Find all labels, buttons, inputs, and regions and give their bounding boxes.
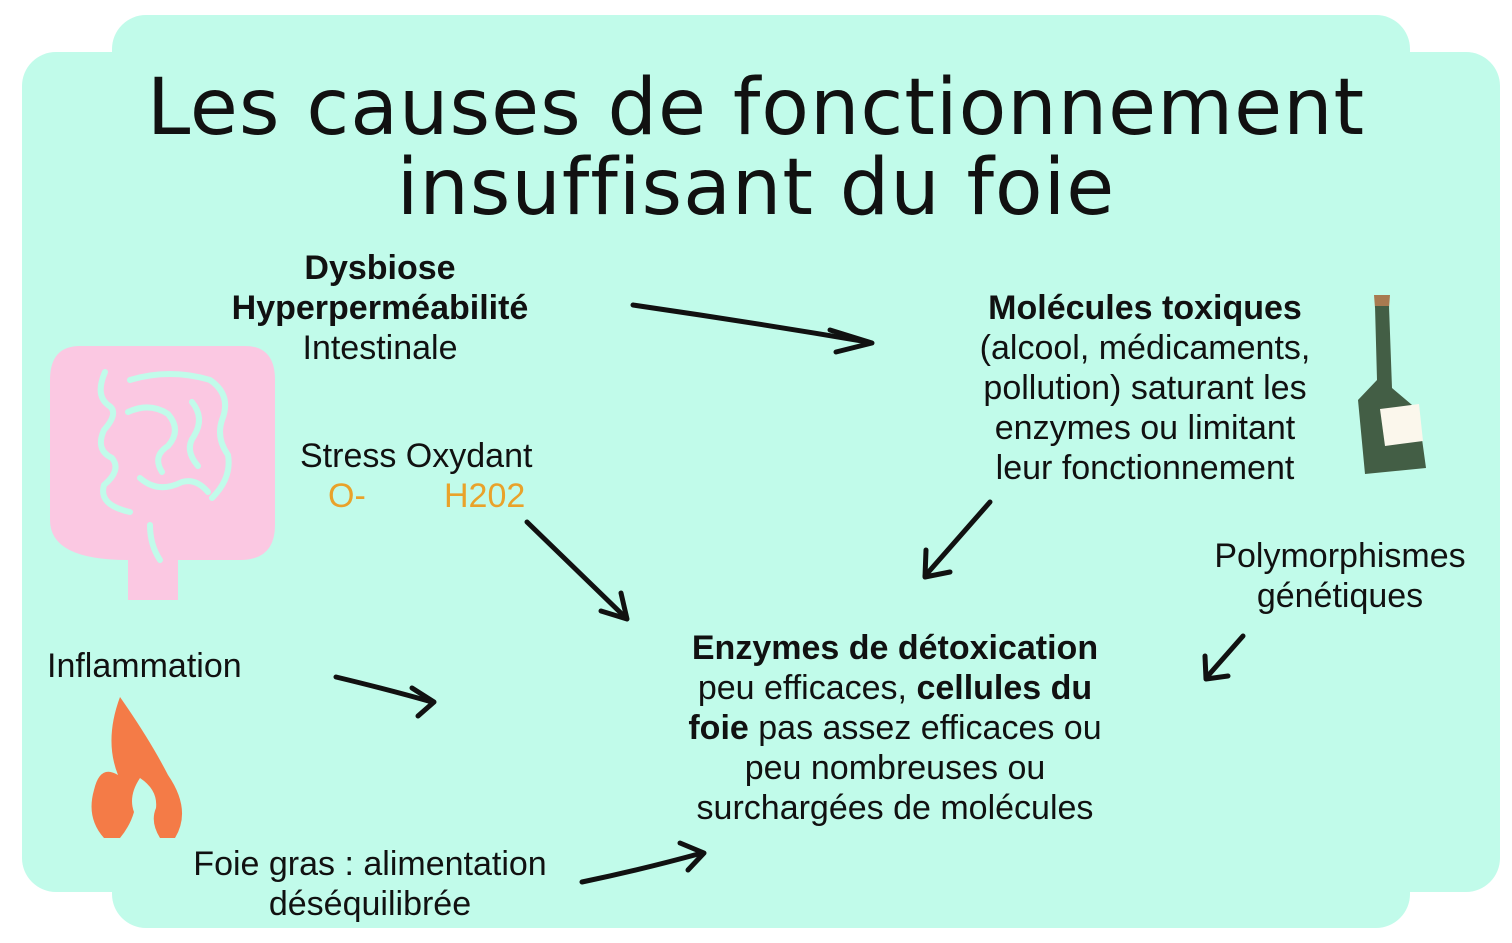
arrow-inflammation-to-enzymes: [333, 674, 437, 719]
molecules-heading: Molécules toxiques: [988, 289, 1302, 327]
arrows: [333, 302, 1246, 885]
foie-gras-line-1: Foie gras : alimentation: [193, 845, 547, 883]
enzymes-line-2: peu efficaces, cellules du: [650, 668, 1140, 708]
enzymes-line-3-bold: foie: [688, 709, 749, 747]
enzymes-line-4: peu nombreuses ou: [744, 749, 1046, 787]
title-line-1: Les causes de fonctionnement: [146, 63, 1366, 153]
arrow-polymorphismes-to-enzymes: [1202, 633, 1246, 682]
enzymes-line-5: surchargées de molécules: [696, 789, 1094, 827]
polymorphismes-line-2: génétiques: [1256, 577, 1424, 615]
molecules-line-4: leur fonctionnement: [995, 449, 1295, 487]
title-line-2: insuffisant du foie: [396, 143, 1116, 233]
enzymes-line-2-normal: peu efficaces,: [697, 669, 917, 707]
page-title: Les causes de fonctionnement insuffisant…: [0, 68, 1512, 228]
hyperpermeabilite-label: Hyperperméabilité: [231, 289, 529, 327]
intestine-icon: [50, 346, 275, 600]
foie-gras-line-2: déséquilibrée: [268, 885, 472, 923]
polymorphismes-node: Polymorphismes génétiques: [1180, 536, 1500, 616]
stress-label: Stress Oxydant: [300, 437, 533, 475]
molecules-node: Molécules toxiques (alcool, médicaments,…: [935, 288, 1355, 488]
formula-o-minus: O-: [328, 477, 366, 515]
dysbiose-node: Dysbiose Hyperperméabilité Intestinale: [190, 248, 570, 368]
arrow-dysbiose-to-molecules: [630, 302, 875, 355]
arrow-molecules-to-enzymes: [922, 499, 993, 580]
enzymes-heading: Enzymes de détoxication: [691, 629, 1099, 667]
inflammation-label: Inflammation: [47, 647, 242, 685]
enzymes-line-3-normal: pas assez efficaces ou: [748, 709, 1102, 747]
formula-h202: H202: [444, 477, 526, 515]
polymorphismes-line-1: Polymorphismes: [1214, 537, 1466, 575]
foie-gras-node: Foie gras : alimentation déséquilibrée: [160, 844, 580, 924]
inflammation-node: Inflammation: [47, 646, 242, 686]
enzymes-node: Enzymes de détoxication peu efficaces, c…: [650, 628, 1140, 828]
arrow-stress-to-enzymes: [524, 519, 630, 622]
molecules-line-2: pollution) saturant les: [983, 369, 1307, 407]
stress-node: Stress Oxydant O- H202: [300, 436, 580, 516]
molecules-line-1: (alcool, médicaments,: [979, 329, 1311, 367]
enzymes-line-3: foie pas assez efficaces ou: [650, 708, 1140, 748]
dysbiose-label: Dysbiose: [304, 249, 456, 287]
enzymes-line-2-bold: cellules du: [916, 669, 1093, 707]
molecules-line-3: enzymes ou limitant: [994, 409, 1296, 447]
arrow-foie-gras-to-enzymes: [579, 840, 707, 885]
flame-icon: [91, 697, 183, 838]
wine-bottle-icon: [1358, 295, 1426, 474]
intestinale-label: Intestinale: [302, 329, 458, 367]
